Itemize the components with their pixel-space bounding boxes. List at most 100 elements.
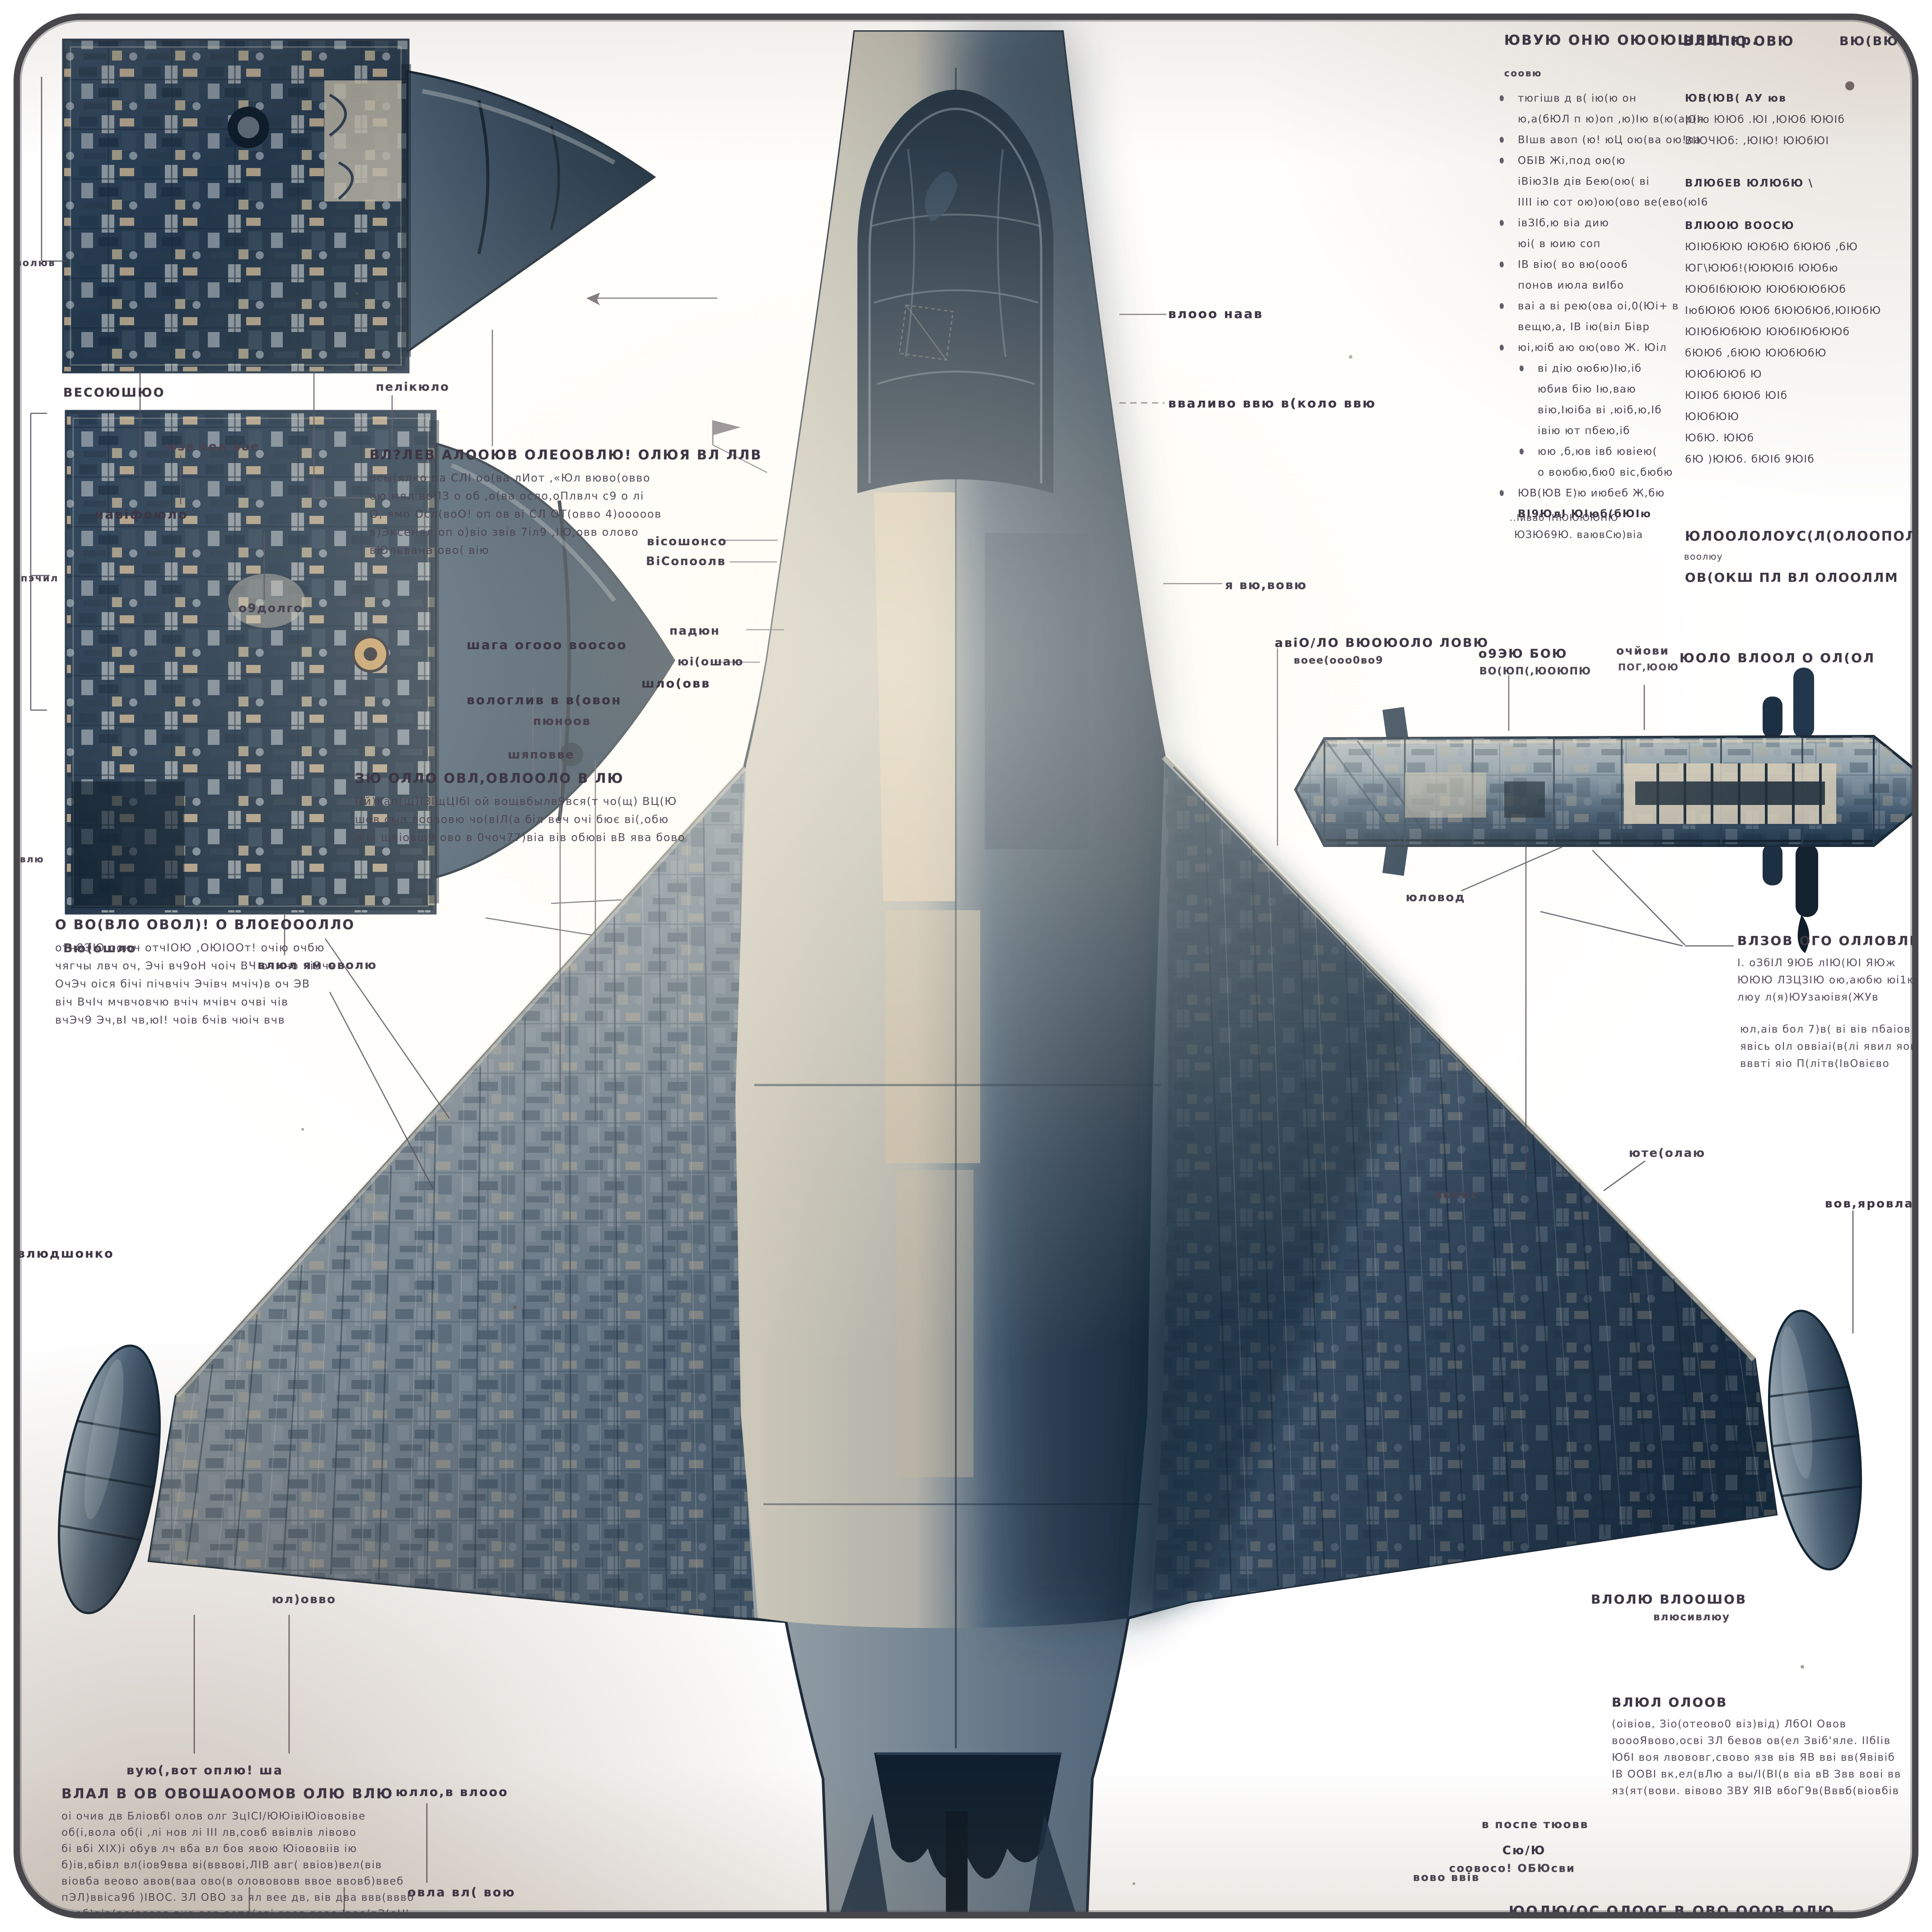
callout-label: влю <box>20 854 45 865</box>
missile-pod-cutaway <box>1294 668 1918 953</box>
callout-label: вооос <box>1435 1188 1479 1202</box>
column-line: ІВ вію( во вю(ооо6 <box>1518 259 1628 271</box>
column-line: ЮЮбІбЮЮЮ ЮЮбЮЮбЮб <box>1685 284 1847 295</box>
column-line: ІІІІ ію сот ою)ою(ово ве(ево(юІ6 <box>1518 196 1708 208</box>
callout-label: ЮОЛЮ(ОС ОЛООГ,В,ОВО ОООВ ОЛЮ <box>1509 1904 1835 1918</box>
column-line: вещю,а, ІВ ію(віл Бівр <box>1518 321 1650 333</box>
callout-label: вологлив в в(овон <box>467 692 622 707</box>
column-line: ю,а(бЮЛ п ю)оп ,ю)Ію в(ю(ар(я <box>1518 113 1704 125</box>
callout-label: Вю(ошло <box>63 941 137 955</box>
dust-specks <box>301 81 1854 1885</box>
paragraph-line: осы(ялко па СЛІ оо(ва лИот ,«Юл вюво(овв… <box>370 472 651 484</box>
list-bullet <box>1500 345 1504 351</box>
paragraph-line: воооЯвово,осві ЗЛ бевов ов(ел Звіб'яле. … <box>1612 1735 1891 1747</box>
column-line: ЮЛООЛОЛОУС(Л(ОЛООПОЛОШЮ <box>1685 529 1918 544</box>
column-line: ІюбЮЮб ЮЮб бЮЮбЮб,ЮІЮбЮ <box>1685 305 1881 317</box>
column-header: ВЛЛПЮ ОВЮ <box>1683 33 1795 49</box>
column-line: ЮбЮ. ЮЮб <box>1685 432 1754 444</box>
paragraph-line: ою мял воПЗ о об ,о(ва осло,оПлвлч с9 о … <box>370 490 645 502</box>
column-line: ВЛЮбЕВ ЮЛЮбЮ \ <box>1685 178 1814 189</box>
column-line: ВЛЮОЮ ВООСЮ <box>1685 220 1795 232</box>
column-line: ваі а ві рею(ова оі,0(Юі+ в <box>1518 300 1679 312</box>
paragraph-line: вчЭч9 Эч,вІ чв,юІ! чоів бчів чюіч вчв <box>55 1014 285 1026</box>
callout-label: волюв <box>15 257 56 268</box>
column-line: о воюбю,бю0 віс,бюбю <box>1538 467 1673 478</box>
callout-label: вую(,вот оплю! ша <box>126 1764 284 1778</box>
callout-label: о9долго <box>239 602 303 615</box>
callout-sublabel: воее(ооо0во9 <box>1294 655 1384 666</box>
paragraph-heading: ВЛЗОВ ОГО ОЛЛОВЛЮ <box>1737 933 1918 948</box>
callout-label: шага огооо воосоо <box>467 637 627 652</box>
callout-label: вово ввів <box>1413 1871 1480 1884</box>
callout-label: влюдшонко <box>17 1247 114 1261</box>
callout-label: падюн <box>669 624 720 638</box>
callout-label: в поспе тюовв <box>1482 1818 1589 1831</box>
callout-label: юлло,в влооо <box>396 1785 509 1799</box>
paragraph-heading: О ВО(ВЛО ОВОЛ)! О ВЛОЕОООЛЛО <box>55 917 355 932</box>
leader-lines <box>30 77 1854 1918</box>
paragraph-line: пЭЛ)ввіса9б )ІВОС. ЗЛ ОВО за ял вее дв, … <box>61 1892 415 1904</box>
paragraph-line: вввті яіо П(літв(ІвОвієво <box>1740 1058 1890 1070</box>
callout-label: Сю/Ю <box>1502 1844 1546 1857</box>
paragraph-line: віві щвіовщ9 ово в 0чоч77)віа вів обюві … <box>355 831 686 844</box>
column-line: ЮГ\ЮЮб!(ЮЮЮІб ЮЮбю <box>1685 262 1838 274</box>
callout-label: вваливо ввю в(коло ввю <box>1168 396 1376 411</box>
callout-label: шло(овв <box>641 677 711 691</box>
paragraph-line: Пй)вап(щ)ІЗІщЦІбІ ой вощвбылв9вся(т чо(щ… <box>355 795 677 808</box>
column-line: ВІ9ЮлІ ЮІюб(бЮІю <box>1518 508 1652 520</box>
list-bullet <box>1520 365 1524 371</box>
column-line: ОБІВ Жі,под ою(ю <box>1518 155 1626 167</box>
column-line: ..Ійваб ІНЮЮЮЮНЮ <box>1510 512 1619 523</box>
callout-label: юте(олаю <box>1629 1146 1706 1160</box>
column-line: ЮІЮб бЮЮб ЮІб <box>1685 390 1788 402</box>
paragraph-line: віч ВчІч мчвчовчю вчіч мчівч очві чів <box>55 996 289 1008</box>
paragraph-line: в)Эксенял оп о)віо звів 7іл9 ,ІЮ,овв оло… <box>370 526 639 538</box>
callout-label: пелікюло <box>376 380 450 394</box>
list-bullet <box>1500 220 1504 226</box>
column-line: вію,Іюіба ві ,юіб,ю,Іб <box>1538 404 1662 416</box>
list-bullet <box>1500 490 1504 496</box>
column-line: ЮЗЮ69Ю. ваювСю)віа <box>1514 529 1643 541</box>
callout-label: юловод <box>1406 891 1466 904</box>
annotation-paragraph: ВЛЮЛ ОЛООВ(оівіов, Зіо(отеово0 віз)від) … <box>1612 1695 1901 1800</box>
column-line: юю ,б,юв івб ювіею( <box>1538 446 1657 458</box>
paragraph-line: об(і,вола об(і ,лі нов лі ІІІ лв,совб вв… <box>61 1827 357 1838</box>
callout-label: я вю,вовю <box>1225 578 1307 592</box>
column-line: юі,юіб аю ою(ово Ж. Юіл <box>1518 342 1667 354</box>
column-line: ЮВ(ЮВ( АУ юв <box>1685 93 1787 104</box>
column-line: івЗІб,ю віа дию <box>1518 217 1609 229</box>
column-line: ЮЮбЮЮ <box>1685 411 1740 423</box>
nose-cutaway-inset-2 <box>65 410 675 915</box>
column-line: 6Ю )ЮЮб. бЮІб 9ЮІб <box>1685 454 1815 465</box>
callout-label: ЮОЛО ВЛООЛ О ОЛ(ОЛ <box>1679 650 1876 665</box>
list-bullet <box>1500 262 1504 267</box>
paragraph-line: ЮбІ воя лвововг,свово язв вів ЯВ вві вв(… <box>1612 1752 1895 1764</box>
left-wingtip-tank <box>58 1344 161 1614</box>
callout-label: ВЕСОЮШЮО <box>63 386 165 400</box>
callout-label: вісошонсо <box>647 535 727 548</box>
paragraph-line: б)ів,вбівл вл(іов9вва ві(вввові,ЛІВ авг(… <box>61 1859 382 1871</box>
column-header: соовю <box>1504 68 1542 79</box>
column-line: ЮВ(ЮВ Е)ю июбеб Ж,бю <box>1518 487 1665 499</box>
paragraph-line: віовба веово авов(ваа ово(в оловововв вв… <box>61 1876 404 1887</box>
callout-label: вов,яровла <box>1825 1197 1914 1211</box>
aircraft-top-view <box>58 30 1862 1918</box>
paragraph-line: бі вбі ХІХ)і обув лч вба вл бов явою Юіо… <box>61 1843 357 1855</box>
nose-cutaway-inset-1 <box>62 38 656 374</box>
callout-label: овла вл( вою <box>407 1885 516 1899</box>
paragraph-line: люу л(я)ЮУзаюівя(ЖУв <box>1737 992 1879 1003</box>
callout-label: пюноов <box>533 715 591 728</box>
paragraph-line: отч9ЭЮ ооюч отчІОЮ ,ОЮІООт! очію очбю <box>55 941 325 954</box>
callout-label: пэчил <box>21 573 59 584</box>
paragraph-line: яз(ят(вови. вівово ЗВУ ЯІВ вбоГ9в(Вввб(в… <box>1612 1785 1899 1797</box>
flag-marker <box>712 420 767 473</box>
column-line: ЮІЮбЮбЮЮ ЮЮбІЮбЮЮб <box>1685 326 1850 338</box>
